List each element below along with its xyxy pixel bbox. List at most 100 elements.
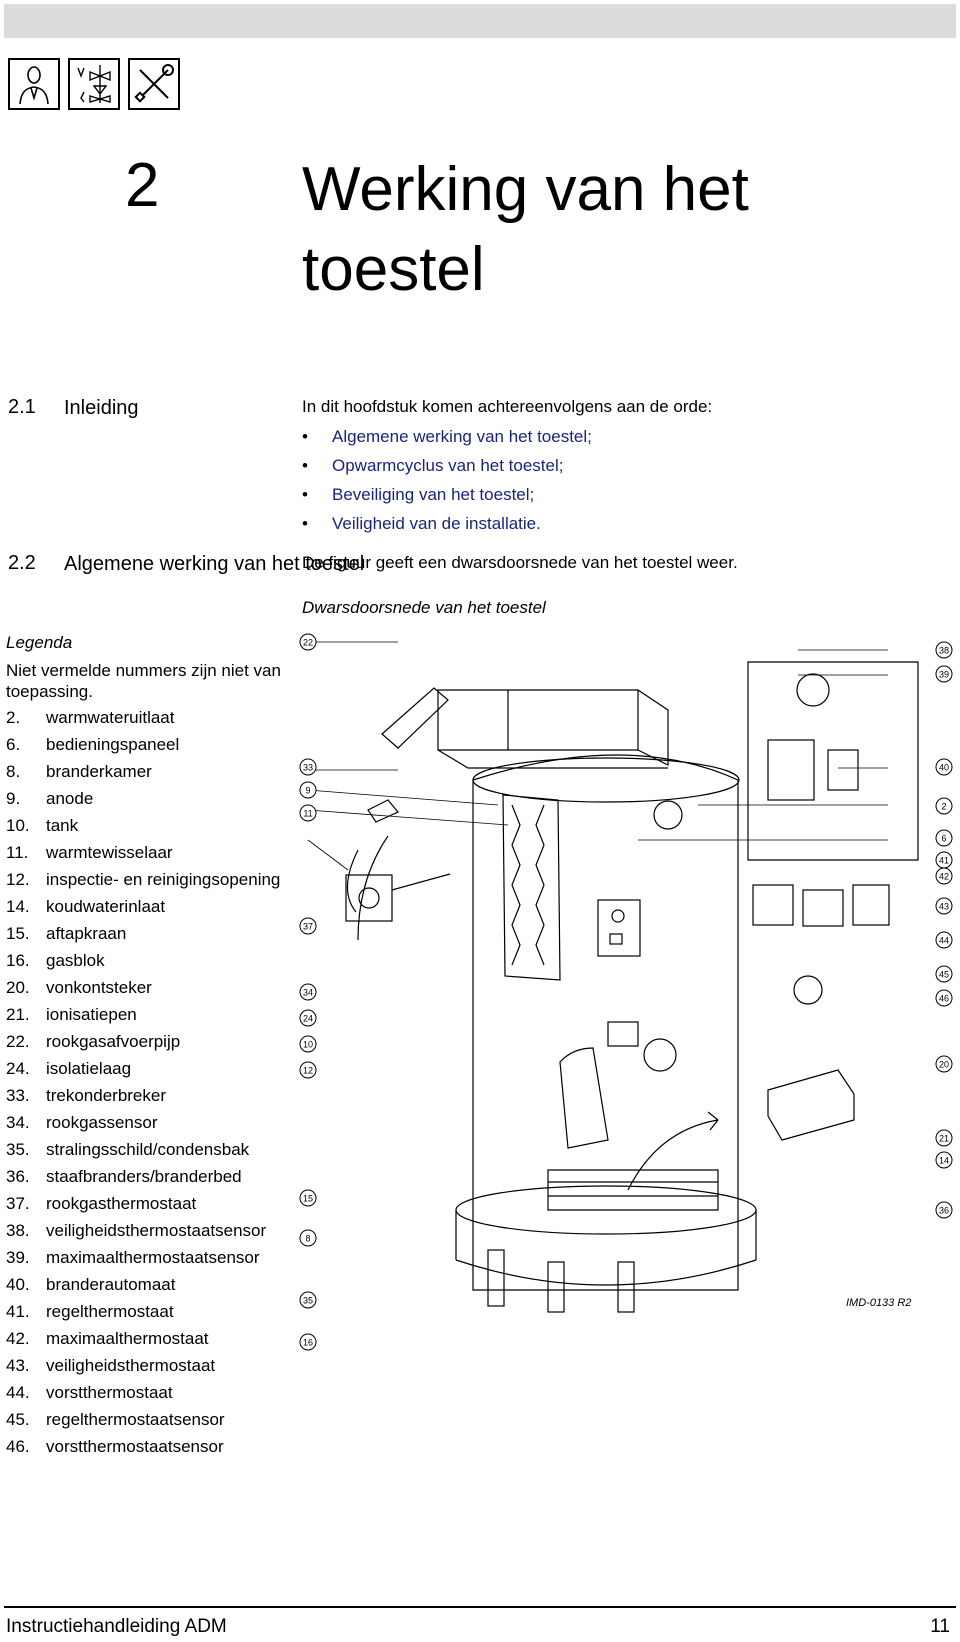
legend-item: 43.veiligheidsthermostaat — [6, 1355, 296, 1382]
legend-item-label: warmwateruitlaat — [46, 708, 175, 727]
legend-item-label: regelthermostaatsensor — [46, 1410, 225, 1429]
topic-item: •Opwarmcyclus van het toestel; — [302, 456, 564, 475]
topic-link[interactable]: Beveiliging van het toestel; — [332, 485, 535, 504]
legend-item: 15.aftapkraan — [6, 923, 296, 950]
callout-circle — [299, 1291, 317, 1309]
legend-item-number: 6. — [6, 735, 21, 754]
callout-circle — [299, 1061, 317, 1079]
legend-item: 37.rookgasthermostaat — [6, 1193, 296, 1220]
callout-circle — [935, 1129, 953, 1147]
legend-item: 14.koudwaterinlaat — [6, 896, 296, 923]
legend-item: 6. bedieningspaneel — [6, 734, 296, 761]
topic-item: •Beveiliging van het toestel; — [302, 485, 535, 504]
legend-item-number: 15. — [6, 924, 30, 943]
callout-circle — [935, 1151, 953, 1169]
legend-item: 38.veiligheidsthermostaatsensor — [6, 1220, 296, 1247]
legend-item-label: branderautomaat — [46, 1275, 176, 1294]
legend-item-number: 34. — [6, 1113, 30, 1132]
legend-item-label: regelthermostaat — [46, 1302, 174, 1321]
topic-link[interactable]: Veiligheid van de installatie. — [332, 514, 541, 533]
legend-item-number: 21. — [6, 1005, 30, 1024]
callout-number: 16 — [303, 1338, 313, 1348]
callout-number: 40 — [939, 763, 949, 773]
callout-circle — [299, 781, 317, 799]
legend-item: 8.branderkamer — [6, 761, 296, 788]
legend-item-number: 24. — [6, 1059, 30, 1078]
legend-item-number: 16. — [6, 951, 30, 970]
footer-rule — [4, 1606, 956, 1608]
legend-item-label: warmtewisselaar — [46, 843, 173, 862]
legend-item-label: veiligheidsthermostaat — [46, 1356, 216, 1375]
legend-item-number: 37. — [6, 1194, 30, 1213]
callout-circle — [935, 1201, 953, 1219]
callout-number: 24 — [303, 1014, 313, 1024]
legend-list: 2. warmwateruitlaat 6. bedieningspaneel 8.br… — [6, 707, 296, 1463]
legend-item-number: 14. — [6, 897, 30, 916]
callout-number: 10 — [303, 1040, 313, 1050]
callout-circle — [299, 917, 317, 935]
legend-title: Legenda — [6, 633, 73, 652]
figure-caption: Dwarsdoorsnede van het toestel — [302, 598, 546, 617]
legend-item-number: 35. — [6, 1140, 30, 1159]
callout-circle — [935, 867, 953, 885]
legend-note: Niet vermelde nummers zijn niet van toep… — [6, 661, 281, 701]
callout-circle — [935, 758, 953, 776]
callout-number: 6 — [941, 834, 946, 844]
legend-item-number: 2. — [6, 708, 21, 727]
topic-link[interactable]: Opwarmcyclus van het toestel; — [332, 456, 564, 475]
section-2-2-text: De figuur geeft een dwarsdoorsnede van h… — [302, 553, 738, 572]
legend-item-number: 33. — [6, 1086, 30, 1105]
callout-number: 46 — [939, 994, 949, 1004]
legend-item-label: inspectie- en reinigingsopening — [46, 870, 281, 889]
callout-circle — [299, 633, 317, 651]
legend-item-label: maximaalthermostaat — [46, 1329, 209, 1348]
callout-circle — [935, 641, 953, 659]
callout-number: 20 — [939, 1060, 949, 1070]
callout-number: 37 — [303, 922, 313, 932]
callout-number: 41 — [939, 856, 949, 866]
legend-item: 24.isolatielaag — [6, 1058, 296, 1085]
callout-circle — [935, 989, 953, 1007]
legend-item: 10.tank — [6, 815, 296, 842]
legend-item-number: 40. — [6, 1275, 30, 1294]
header-icons — [8, 58, 180, 110]
legend-item-label: anode — [46, 789, 94, 808]
callout-number: 38 — [939, 646, 949, 656]
callout-circle — [299, 1189, 317, 1207]
topic-item: •Algemene werking van het toestel; — [302, 427, 592, 446]
callout-number: 34 — [303, 988, 313, 998]
legend-item-label: trekonderbreker — [46, 1086, 167, 1105]
section-2-2-number: 2.2 — [8, 552, 36, 574]
legend-item-label: tank — [46, 816, 79, 835]
legend-item: 44.vorstthermostaat — [6, 1382, 296, 1409]
callout-circle — [935, 965, 953, 983]
legend-item: 35.stralingsschild/condensbak — [6, 1139, 296, 1166]
gas-valve-schematic-icon — [68, 58, 120, 110]
legend-item-label: bedieningspaneel — [46, 735, 180, 754]
legend-item-label: veiligheidsthermostaatsensor — [46, 1221, 267, 1240]
callout-number: 33 — [303, 763, 313, 773]
legend-item-number: 11. — [6, 843, 29, 862]
top-gray-bar — [4, 4, 956, 38]
callout-number: 39 — [939, 670, 949, 680]
callout-circle — [299, 1333, 317, 1351]
legend-item: 2. warmwateruitlaat — [6, 707, 296, 734]
legend-item: 41.regelthermostaat — [6, 1301, 296, 1328]
chapter-number: 2 — [125, 151, 160, 220]
topic-item: •Veiligheid van de installatie. — [302, 514, 541, 533]
legend-item: 11. warmtewisselaar — [6, 842, 296, 869]
callout-circle — [935, 829, 953, 847]
legend-item-number: 22. — [6, 1032, 30, 1051]
topic-link[interactable]: Algemene werking van het toestel; — [332, 427, 592, 446]
legend-item: 34.rookgassensor — [6, 1112, 296, 1139]
legend-item: 22.rookgasafvoerpijp — [6, 1031, 296, 1058]
callout-circle — [935, 897, 953, 915]
callout-number: 11 — [303, 809, 312, 819]
callout-number: 14 — [939, 1156, 949, 1166]
legend-item-number: 39. — [6, 1248, 30, 1267]
legend-item-number: 36. — [6, 1167, 30, 1186]
callout-circle — [935, 1055, 953, 1073]
